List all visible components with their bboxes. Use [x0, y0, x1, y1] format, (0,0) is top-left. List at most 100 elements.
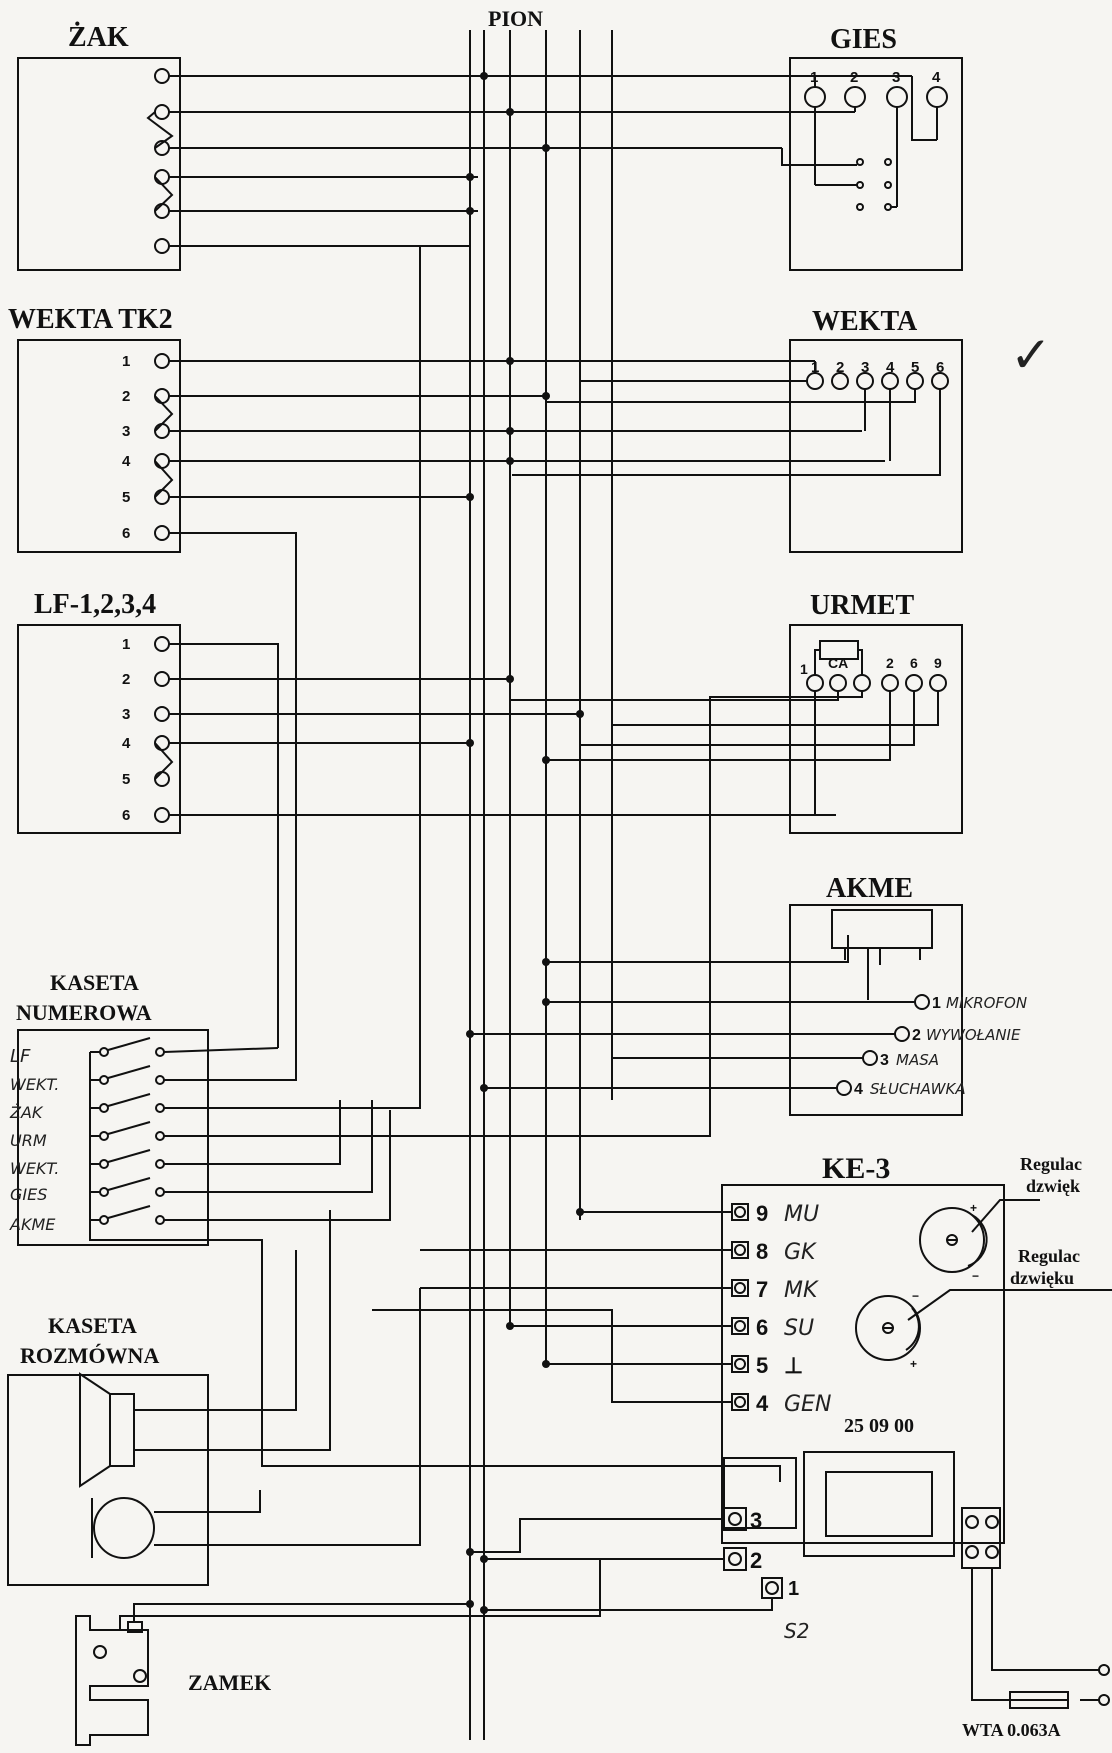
wekta-pin-2: 2: [836, 359, 844, 376]
gies-title: GIES: [830, 24, 897, 55]
wekta-tk2-pin-5: 5: [122, 489, 130, 506]
zak-box: [17, 57, 181, 271]
pion-bus: [469, 30, 613, 1740]
lf-pin-6: 6: [122, 807, 130, 824]
akme-term-4-num: 4: [854, 1081, 863, 1098]
kaseta-numerowa-title-2: NUMEROWA: [16, 1000, 152, 1025]
kn-label-wekt-1: WEKT.: [10, 1075, 59, 1094]
regulation-1-line-2: dzwięk: [1026, 1176, 1080, 1196]
zak-wires: [169, 75, 912, 247]
kaseta-numerowa-wires: [89, 245, 781, 1482]
wekta-pin-3: 3: [861, 359, 869, 376]
ke3-wires: [372, 1211, 1110, 1706]
lf-pin-2: 2: [122, 671, 130, 688]
fuse: [1009, 1691, 1069, 1709]
kaseta-rozmowna-title-1: KASETA: [48, 1313, 137, 1338]
ke3-transformer-core: [825, 1471, 933, 1537]
akme-term-1-label: MIKROFON: [946, 994, 1027, 1012]
checkmark: ✓: [1010, 326, 1052, 384]
svg-text:−: −: [912, 1289, 919, 1303]
kn-label-wekt-2: WEKT.: [10, 1159, 59, 1178]
akme-term-3-num: 3: [880, 1052, 889, 1069]
ke3-term-6-label: SU: [784, 1316, 814, 1341]
lf-pin-3: 3: [122, 706, 130, 723]
ke3-term-5-label: ⊥: [784, 1353, 803, 1378]
regulation-2-line-1: Regulac: [1018, 1246, 1080, 1266]
ke3-power-block: [961, 1507, 1001, 1569]
svg-text:−: −: [972, 1269, 979, 1283]
gies-wires: [781, 76, 937, 166]
svg-text:+: +: [970, 1201, 977, 1215]
ke3-block: 9 MU 8 GK 7 MK 6 SU 5 ⊥ 4 GEN + − − +: [723, 1199, 1112, 1643]
regulation-1-line-1: Regulac: [1020, 1154, 1082, 1174]
ke3-term-7-label: MK: [784, 1278, 819, 1303]
lf-box: [17, 624, 181, 834]
lf-pin-1: 1: [122, 636, 130, 653]
kn-label-gies: GIES: [10, 1185, 47, 1204]
wekta-pin-4: 4: [886, 359, 895, 376]
akme-block: 1 MIKROFON 2 WYWOŁANIE 3 MASA 4 SŁUCHAWK…: [546, 909, 1027, 1098]
reg-2-leader: [907, 1289, 1112, 1321]
lf-terminals: 1 2 3 4 5 6: [122, 636, 174, 824]
kaseta-rozmowna-block: [79, 1210, 421, 1559]
zamek-title: ZAMEK: [188, 1670, 271, 1695]
lf-wires: [169, 643, 836, 1048]
kaseta-numerowa-block: LF WEKT. ŻAK URM WEKT. GIES AKME: [9, 1037, 165, 1234]
ke3-transformer: [803, 1451, 955, 1557]
kn-label-urm: URM: [10, 1131, 47, 1150]
gies-pin-4: 4: [932, 69, 941, 86]
wekta-wires: [512, 361, 941, 476]
ke3-term-8-num: 8: [756, 1239, 768, 1264]
ke3-term-4-label: GEN: [784, 1392, 831, 1417]
lf-pin-4: 4: [122, 735, 131, 752]
wekta-box: [789, 339, 963, 553]
akme-wires: [470, 1001, 915, 1100]
urmet-terminals: 1 CA 2 6 9: [800, 640, 947, 692]
ke3-term-4-num: 4: [756, 1391, 769, 1416]
lf-pin-5: 5: [122, 771, 130, 788]
junction-dots: [466, 72, 584, 1614]
wekta-tk2-pin-6: 6: [122, 525, 130, 542]
pion-title: PION: [488, 6, 543, 31]
ke3-relay: [723, 1457, 797, 1529]
lock-icon: [75, 1558, 724, 1746]
akme-title: AKME: [826, 873, 913, 904]
akme-term-2: [894, 1026, 910, 1042]
akme-term-4-label: SŁUCHAWKA: [870, 1080, 966, 1098]
wekta-tk2-wires: [169, 360, 885, 1062]
zak-title: ŻAK: [68, 22, 129, 53]
volume-knob-1[interactable]: + −: [919, 1201, 988, 1283]
akme-term-3: [862, 1050, 878, 1066]
wekta-terminals: 1 2 3 4 5 6: [806, 359, 949, 390]
s2-label: S2: [784, 1619, 809, 1643]
zak-terminals: [146, 68, 174, 254]
wekta-pin-5: 5: [911, 359, 919, 376]
kn-label-akme: AKME: [9, 1215, 56, 1234]
akme-box: [789, 904, 963, 1116]
ke3-terminals: [731, 1203, 749, 1411]
wekta-tk2-pin-2: 2: [122, 388, 130, 405]
ke3-date: 25 09 00: [844, 1415, 914, 1437]
urmet-wires: [510, 691, 939, 1062]
ke3-term-5-num: 5: [756, 1353, 768, 1378]
ke3-title: KE-3: [822, 1152, 890, 1185]
urmet-pin-1: 1: [800, 661, 808, 677]
ke3-term-6-num: 6: [756, 1315, 768, 1340]
svg-text:+: +: [910, 1357, 917, 1371]
kaseta-numerowa-title-1: KASETA: [50, 970, 139, 995]
ke3-term-7-num: 7: [756, 1277, 768, 1302]
wekta-tk2-terminals: 1 2 3 4 5 6: [122, 353, 174, 542]
urmet-pin-9: 9: [934, 655, 942, 671]
fuse-label: WTA 0.063A: [962, 1720, 1061, 1740]
wekta-pin-6: 6: [936, 359, 944, 376]
lf-title: LF-1,2,3,4: [34, 589, 156, 620]
volume-knob-2[interactable]: − +: [855, 1289, 921, 1371]
kaseta-rozmowna-title-2: ROZMÓWNA: [20, 1343, 159, 1368]
ke3-term-9-label: MU: [784, 1202, 819, 1227]
akme-term-2-num: 2: [912, 1027, 921, 1044]
kn-label-zak: ŻAK: [9, 1103, 44, 1122]
speaker-icon: [79, 1372, 135, 1488]
wekta-title: WEKTA: [812, 306, 918, 337]
